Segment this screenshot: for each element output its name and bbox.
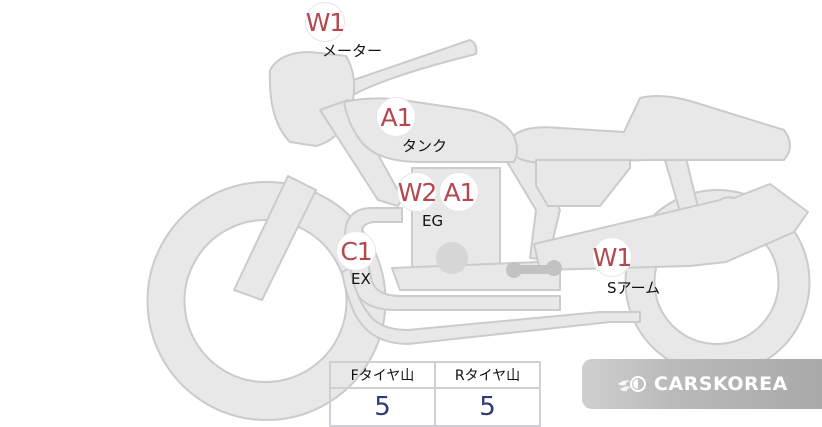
label-engine: EG bbox=[422, 212, 444, 230]
marker-swingarm: W1 bbox=[592, 237, 632, 277]
exhaust-pipe-lower bbox=[341, 267, 641, 345]
label-exhaust: EX bbox=[351, 270, 371, 288]
label-meter: メーター bbox=[322, 42, 383, 60]
marker-tank: A1 bbox=[376, 97, 416, 137]
seat bbox=[509, 95, 791, 164]
marker-engine-left: W2 bbox=[397, 172, 437, 212]
marker-meter: W1 bbox=[305, 2, 345, 42]
handlebar bbox=[335, 39, 478, 99]
label-swingarm: Sアーム bbox=[607, 279, 661, 297]
rear-tire-header: Rタイヤ山 bbox=[434, 361, 541, 389]
front-fork bbox=[233, 175, 317, 301]
tire-tread-table: Fタイヤ山 Rタイヤ山 5 5 bbox=[329, 361, 541, 427]
marker-exhaust: C1 bbox=[336, 231, 376, 271]
front-tire-value: 5 bbox=[329, 387, 436, 427]
side-cover bbox=[535, 159, 631, 207]
brand-watermark: CARSKOREA bbox=[582, 359, 822, 409]
rear-tire-value: 5 bbox=[434, 387, 541, 427]
exhaust-pipe-upper bbox=[344, 207, 561, 311]
engine-detail bbox=[436, 242, 468, 274]
front-tire-header: Fタイヤ山 bbox=[329, 361, 436, 389]
label-tank: タンク bbox=[402, 137, 448, 155]
brand-name: CARSKOREA bbox=[654, 373, 788, 395]
marker-engine-right: A1 bbox=[439, 172, 479, 212]
flame-logo-icon bbox=[618, 376, 646, 392]
